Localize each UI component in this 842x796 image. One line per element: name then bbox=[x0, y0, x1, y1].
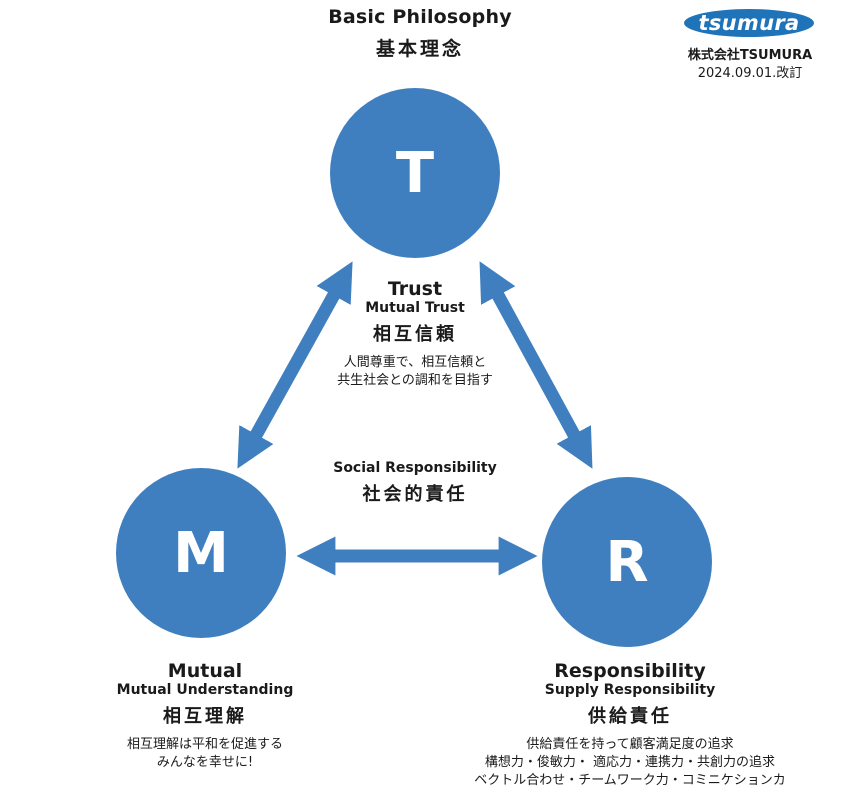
mutual-ja-title: 相互理解 bbox=[163, 706, 247, 727]
responsibility-en-title: Responsibility bbox=[554, 660, 706, 682]
mutual-circle: M bbox=[116, 468, 286, 638]
responsibility-label-block: Responsibility Supply Responsibility 供給責… bbox=[470, 660, 790, 790]
trust-desc-line: 共生社会との調和を目指す bbox=[337, 373, 493, 388]
arrow-trust-mutual bbox=[237, 261, 353, 469]
arrow-trust-responsibility bbox=[479, 261, 593, 469]
mutual-label-block: Mutual Mutual Understanding 相互理解 相互理解は平和… bbox=[60, 660, 350, 772]
mutual-en-title: Mutual bbox=[167, 660, 243, 682]
responsibility-desc-line: ベクトル合わせ・チームワーク力・コミニケションカ bbox=[474, 773, 786, 788]
mutual-desc-line: 相互理解は平和を促進する bbox=[126, 737, 283, 752]
tsumura-logo: tsumura bbox=[684, 9, 814, 37]
responsibility-desc-line: 構想力・俊敏力・ 適応力・連携力・共創力の追求 bbox=[484, 755, 776, 770]
page-title: Basic Philosophy bbox=[328, 6, 512, 28]
logo-text: tsumura bbox=[698, 11, 800, 35]
company-name: 株式会社TSUMURA bbox=[687, 48, 813, 63]
social-responsibility-block: Social Responsibility 社会的責任 bbox=[265, 460, 565, 506]
responsibility-en-subtitle: Supply Responsibility bbox=[544, 682, 716, 698]
trust-label-block: Trust Mutual Trust 相互信頼 人間尊重で、相互信頼と 共生社会… bbox=[265, 278, 565, 390]
trust-letter: T bbox=[395, 140, 435, 206]
trust-circle: T bbox=[330, 88, 500, 258]
trust-en-title: Trust bbox=[387, 278, 443, 300]
mutual-letter: M bbox=[173, 520, 229, 586]
mutual-desc-line: みんなを幸せに! bbox=[156, 755, 254, 770]
responsibility-ja-title: 供給責任 bbox=[588, 706, 672, 727]
page-subtitle: 基本理念 bbox=[375, 38, 464, 60]
trust-en-subtitle: Mutual Trust bbox=[365, 300, 465, 316]
social-ja-title: 社会的責任 bbox=[362, 484, 468, 505]
mutual-en-subtitle: Mutual Understanding bbox=[116, 682, 294, 698]
trust-ja-title: 相互信頼 bbox=[373, 324, 457, 345]
revision-date: 2024.09.01.改訂 bbox=[697, 66, 803, 81]
responsibility-circle: R bbox=[542, 477, 712, 647]
trust-desc-line: 人間尊重で、相互信頼と bbox=[343, 355, 487, 370]
responsibility-letter: R bbox=[605, 529, 649, 595]
responsibility-desc-line: 供給責任を持って顧客満足度の追求 bbox=[526, 737, 734, 752]
social-en-title: Social Responsibility bbox=[333, 460, 497, 476]
